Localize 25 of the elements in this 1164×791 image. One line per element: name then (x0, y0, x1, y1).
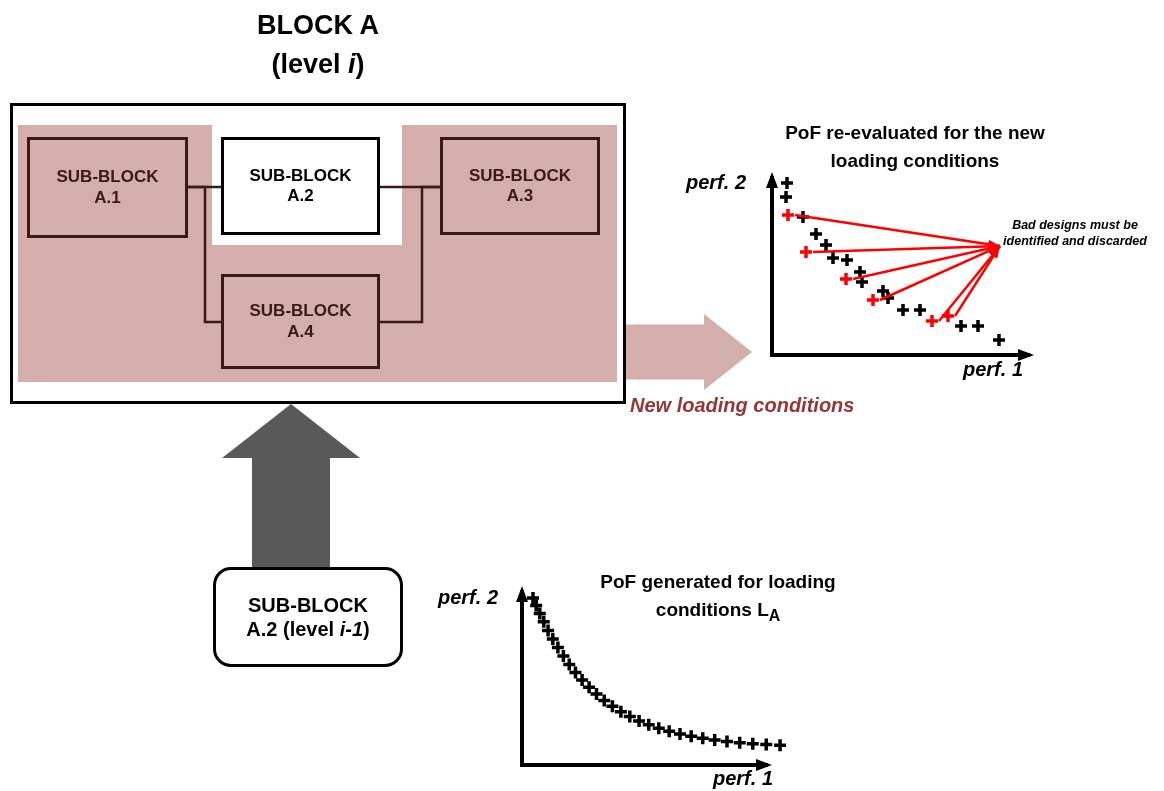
plus-marker (839, 272, 853, 286)
plus-marker (941, 309, 955, 323)
block-label: SUB-BLOCK A.3 (468, 165, 572, 207)
plus-marker (866, 293, 880, 307)
sub-block-box (27, 137, 188, 238)
axis-label: perf. 1 (713, 766, 774, 790)
edge-label: New loading conditions (628, 394, 857, 417)
chart-title: PoF re-evaluated for the new loading conditions (784, 121, 1046, 173)
sub-block-box (440, 137, 600, 235)
block-label: SUB-BLOCK A.2 (248, 165, 353, 207)
axis-label: perf. 1 (963, 357, 1024, 381)
block-label: SUB-BLOCK A.4 (248, 301, 353, 342)
axis-label: perf. 2 (686, 170, 747, 194)
plus-marker (781, 208, 795, 222)
sub-block-box (221, 137, 380, 235)
block-heading: BLOCK A (level i) (256, 9, 380, 82)
chart-title: PoF generated for loading conditions L$_{A}$ (599, 570, 837, 626)
block-label: SUB-BLOCK A.1 (55, 167, 160, 208)
rounded-block-box (213, 567, 403, 667)
plus-marker (799, 245, 813, 259)
axis-label: perf. 2 (438, 585, 499, 609)
annotation-text: Bad designs must be identified and discarded (1000, 217, 1150, 273)
block-label: SUB-BLOCK A.2 (level i-1) (246, 593, 370, 641)
sub-block-box (221, 274, 380, 369)
plus-marker (925, 314, 939, 328)
